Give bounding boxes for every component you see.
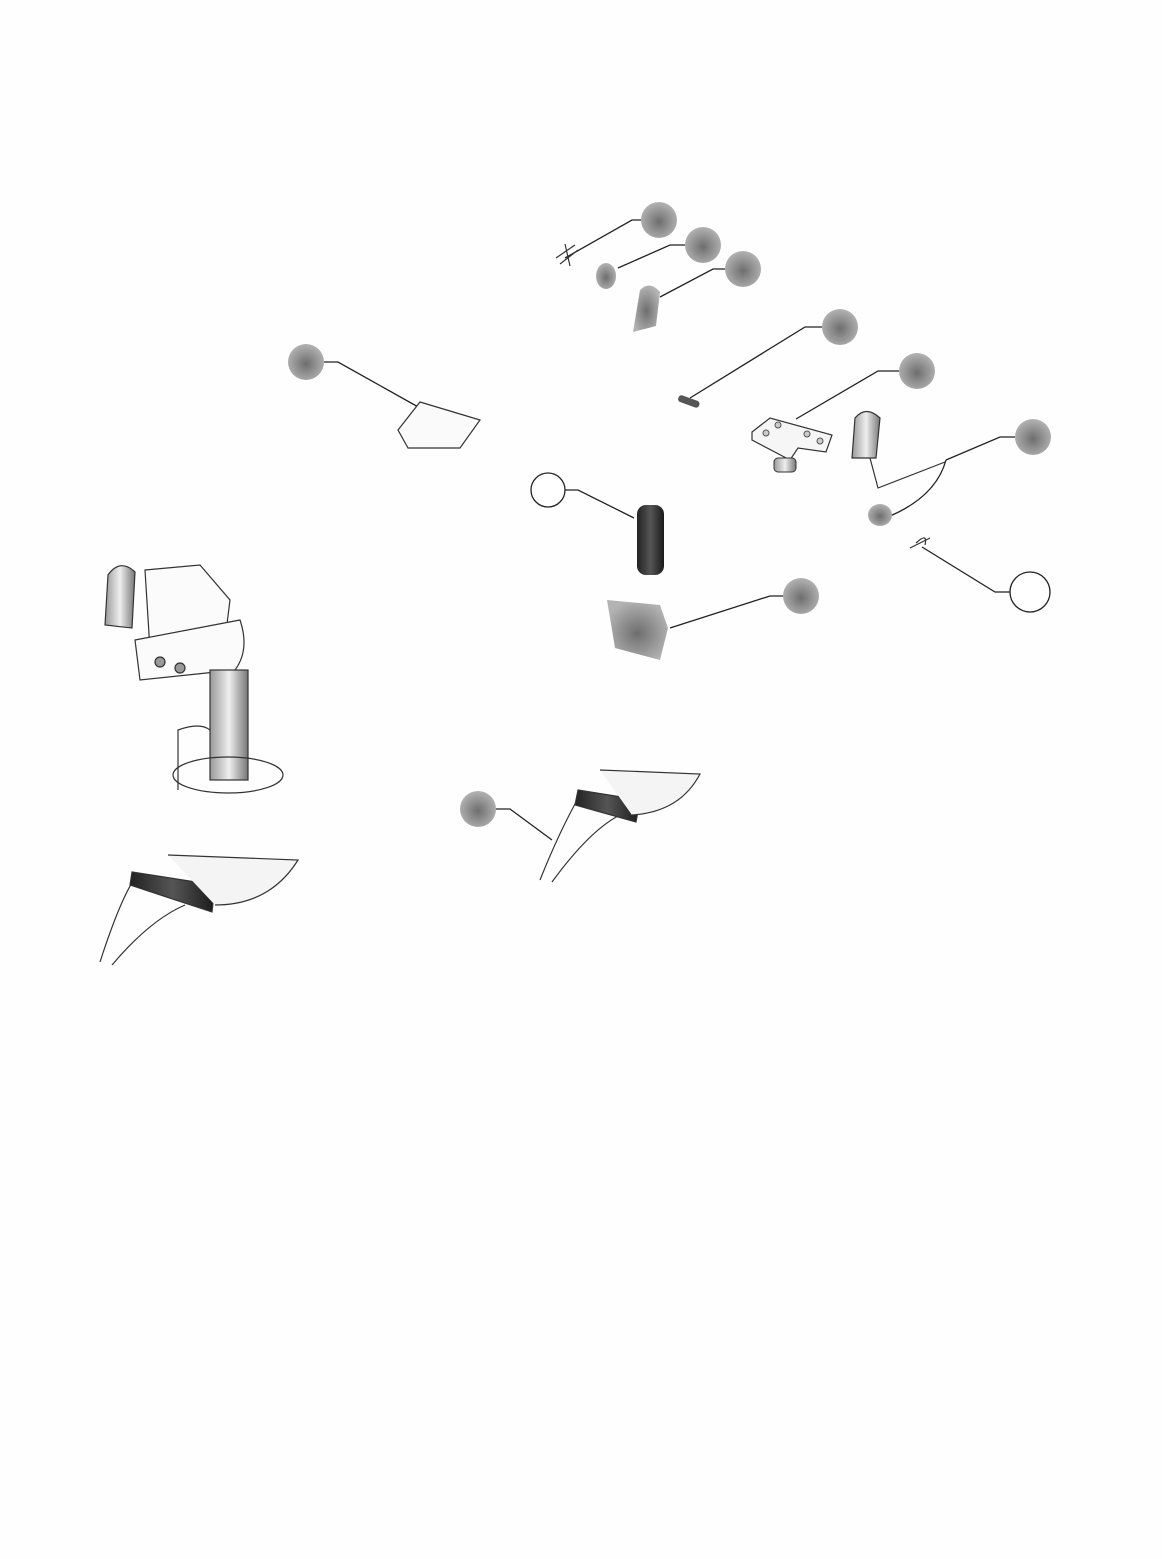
balloon-top-2 bbox=[617, 227, 721, 269]
clevis-pin-part bbox=[555, 243, 579, 267]
assembled-pedal-view bbox=[104, 564, 284, 794]
balloon-bracket bbox=[795, 353, 935, 420]
assembled-lever-view bbox=[99, 854, 300, 966]
cotter-pin-part bbox=[909, 537, 931, 549]
spring-part bbox=[637, 505, 664, 575]
mount-bracket-part bbox=[751, 417, 833, 461]
balloon-top-1 bbox=[564, 202, 677, 259]
balloon-3 bbox=[530, 472, 635, 519]
lever-part bbox=[539, 769, 701, 883]
base-plate-part bbox=[607, 600, 668, 660]
balloon-plate bbox=[669, 578, 819, 629]
spring-arm-part bbox=[869, 457, 946, 489]
pedal-pad-part bbox=[397, 401, 481, 449]
mount-holes bbox=[762, 421, 824, 445]
balloon-clip bbox=[879, 419, 1051, 521]
balloon-pedal bbox=[288, 344, 421, 409]
spring-end-part bbox=[868, 504, 892, 526]
balloon-4 bbox=[921, 546, 1051, 613]
balloon-top-3 bbox=[659, 251, 761, 298]
return-clip-part bbox=[851, 410, 881, 459]
balloon-lower bbox=[460, 791, 553, 841]
bushing-part bbox=[633, 285, 660, 332]
balloon-pin bbox=[689, 309, 858, 399]
washer-part bbox=[596, 263, 616, 289]
stud-part bbox=[773, 457, 797, 473]
pin-part bbox=[678, 395, 700, 408]
